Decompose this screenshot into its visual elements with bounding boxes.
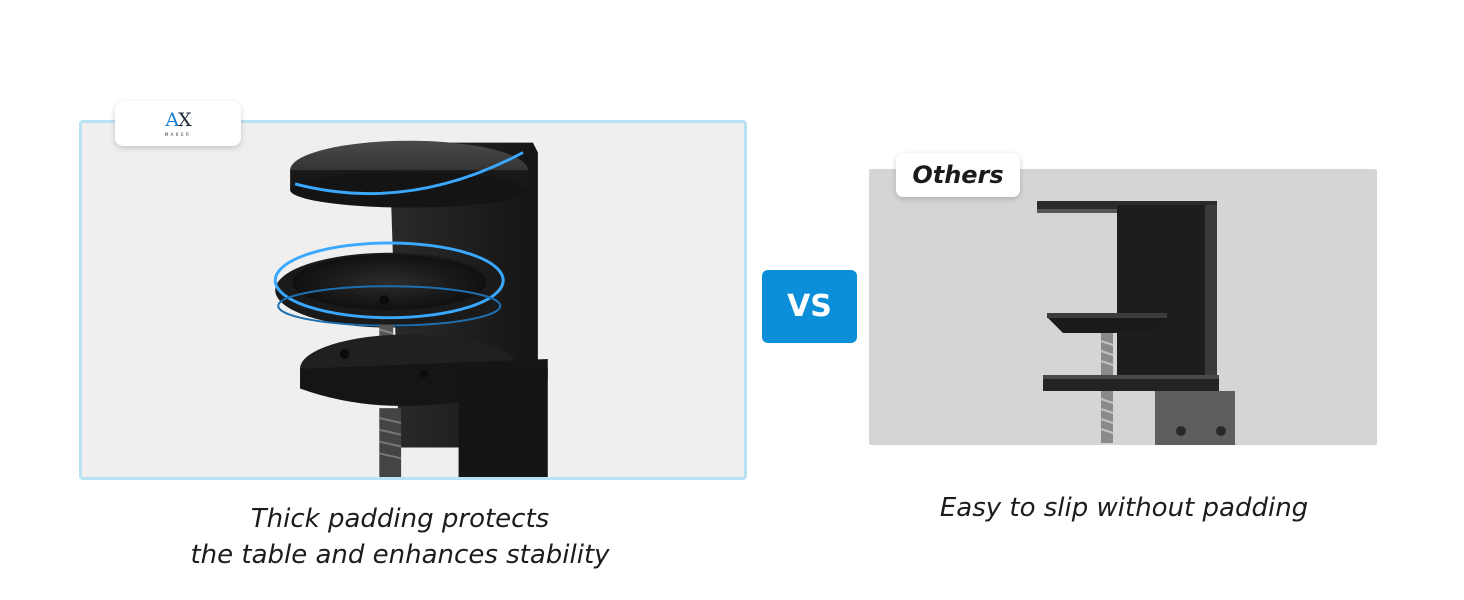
unpadded-clamp-illustration xyxy=(1037,201,1235,445)
right-caption: Easy to slip without padding xyxy=(939,493,1309,523)
others-badge: Others xyxy=(896,153,1020,197)
brand-logo: AX xyxy=(165,108,191,131)
left-caption-line-1: Thick padding protects xyxy=(250,504,550,534)
right-product-panel xyxy=(869,169,1377,445)
brand-logo-badge: AX MAKER xyxy=(115,101,241,146)
left-caption: Thick padding protects the table and enh… xyxy=(100,501,700,573)
vs-badge: VS xyxy=(762,270,857,343)
padded-clamp-illustration xyxy=(273,140,548,477)
left-caption-line-2: the table and enhances stability xyxy=(190,540,610,570)
left-product-panel xyxy=(79,120,747,480)
brand-subtitle: MAKER xyxy=(164,131,192,137)
